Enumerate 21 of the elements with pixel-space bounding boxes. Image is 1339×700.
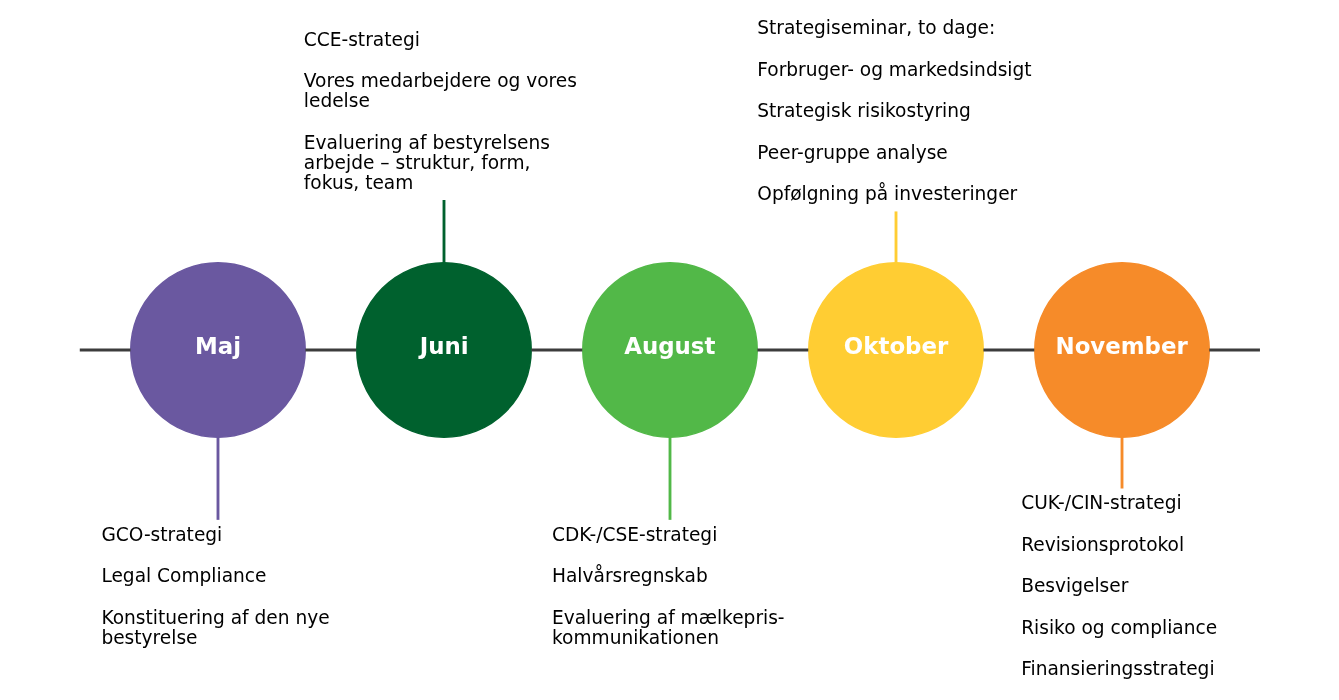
node-text: CDK-/CSE-strategi Halvårsregnskab Evaluering af mælkepris-kommunikationen [551, 523, 785, 648]
node-circle: Oktober [807, 262, 984, 438]
node-text: Strategiseminar, to dage: Forbruger- og markedsindsigt Strategisk risikostyring Peer-gruppe analyse Opfølgning på investeringer [756, 17, 1032, 205]
connector [894, 211, 897, 263]
connector [982, 348, 1034, 352]
connector [530, 348, 582, 352]
node-text: CUK-/CIN-strategi Revisionsprotokol Besvigelser Risiko og compliance Finansieringsstrategi [1020, 492, 1217, 680]
node-text: GCO-strategi Legal Compliance Konstituering af den nye bestyrelse [100, 523, 330, 648]
connector [216, 437, 219, 520]
node-circle: Juni [355, 262, 532, 438]
connector [442, 200, 445, 263]
connector [79, 348, 131, 352]
node-text: CCE-strategi Vores medarbejdere og vores ledelse Evaluering af bestyrelsens arbejde – struktur, form, fokus, team [303, 28, 577, 193]
connector [1208, 348, 1260, 352]
connector [668, 437, 671, 520]
node-circle: August [581, 262, 758, 438]
node-circle: Maj [129, 262, 306, 438]
connector [304, 348, 356, 352]
connector [756, 348, 808, 352]
node-circle: November [1033, 262, 1210, 438]
connector [1120, 437, 1123, 489]
